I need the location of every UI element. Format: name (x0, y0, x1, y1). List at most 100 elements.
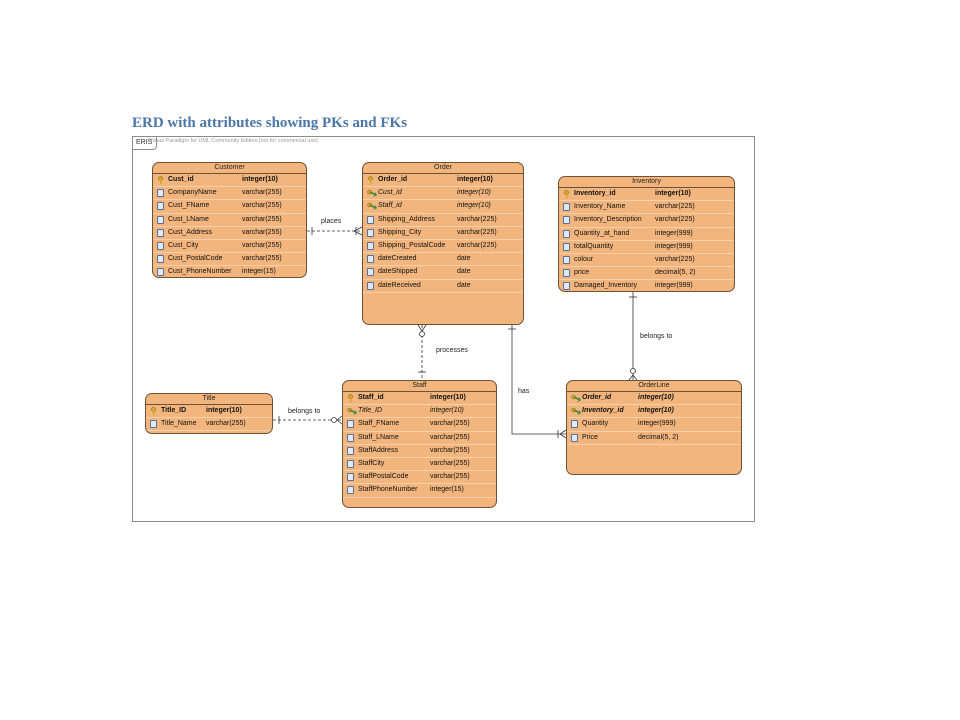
primary-key-icon (563, 190, 570, 199)
column-name: Order_id (582, 394, 612, 401)
column-type: integer(999) (655, 229, 693, 237)
entity-title-inventory: Inventory (559, 177, 734, 188)
column-name: Cust_City (168, 241, 199, 249)
column-name: Cust_PhoneNumber (168, 268, 232, 276)
column-row[interactable]: Order_id integer(10) (567, 392, 741, 406)
column-type: integer(10) (457, 189, 491, 197)
rel-processes-circle (419, 331, 425, 337)
rel-has-line (511, 325, 566, 435)
column-name: colour (574, 255, 594, 263)
column-row[interactable]: Inventory_Description varchar(225) (559, 214, 734, 228)
entity-title-customer: Customer (153, 163, 306, 174)
column-type: integer(10) (655, 190, 691, 197)
entity-title-staff: Staff (343, 381, 496, 392)
column-name: Inventory_id (574, 190, 616, 197)
column-row[interactable]: StaffPostalCode varchar(255) (343, 471, 496, 485)
column-type: integer(10) (638, 407, 674, 415)
column-icon (347, 446, 354, 455)
column-type: integer(10) (457, 176, 493, 183)
column-icon (157, 255, 164, 264)
column-icon (347, 420, 354, 429)
column-row[interactable]: dateReceived date (363, 280, 523, 293)
column-icon (347, 473, 354, 482)
column-type: varchar(255) (242, 202, 282, 210)
foreign-key-icon (347, 407, 358, 416)
rel-inventory-circle (630, 368, 636, 374)
column-name: Title_ID (161, 407, 187, 414)
column-type: varchar(255) (430, 446, 470, 454)
column-type: integer(10) (242, 176, 278, 183)
column-type: integer(10) (638, 394, 674, 401)
rel-has-crow-a (559, 429, 567, 435)
column-type: varchar(225) (655, 216, 695, 224)
rel-inventory-label: belongs to (640, 333, 673, 340)
column-name: Shipping_PostalCode (378, 241, 446, 249)
column-type: integer(999) (655, 282, 693, 290)
column-type: date (457, 281, 471, 289)
column-icon (157, 189, 164, 198)
column-name: Title_ID (358, 407, 383, 415)
column-icon (563, 269, 570, 278)
column-name: Quantity (582, 420, 609, 428)
primary-key-icon (157, 176, 164, 185)
column-row[interactable]: Inventory_id integer(10) (559, 188, 734, 202)
column-name: StaffPostalCode (358, 473, 409, 481)
column-name: Cust_LName (168, 215, 209, 223)
rel-processes-label: processes (436, 347, 468, 354)
column-icon (367, 281, 374, 290)
column-type: varchar(255) (242, 255, 282, 263)
column-type: integer(15) (430, 486, 464, 494)
column-name: Inventory_Description (574, 216, 642, 224)
column-icon (563, 255, 570, 264)
frame-tab: ERIS (133, 137, 158, 150)
column-name: dateCreated (378, 255, 417, 263)
column-type: varchar(255) (430, 459, 470, 467)
column-icon (157, 202, 164, 211)
column-type: varchar(255) (430, 473, 470, 481)
column-icon (367, 228, 374, 237)
foreign-key-icon (367, 189, 378, 198)
column-name: dateReceived (378, 281, 421, 289)
column-type: integer(999) (655, 242, 693, 250)
